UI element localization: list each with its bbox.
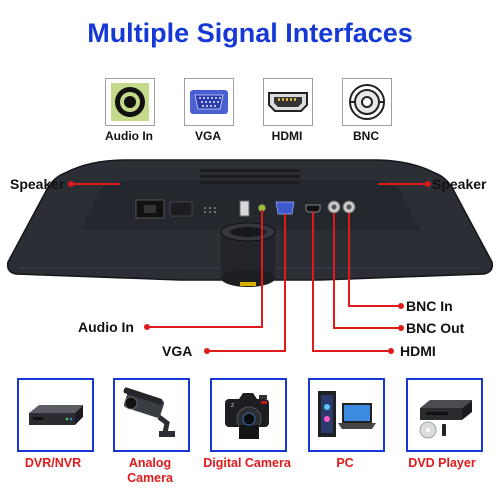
leader-line-speaker-left: [73, 183, 120, 185]
port-label-audio-in: Audio In: [105, 129, 153, 143]
leader-line-hdmi: [312, 350, 390, 352]
callout-vga: VGA: [162, 343, 193, 359]
vga-port-icon: [184, 78, 234, 126]
callout-audio-in: Audio In: [78, 319, 134, 335]
callout-bnc-out: BNC Out: [406, 320, 465, 336]
leader-dot-speaker-right: [425, 181, 431, 187]
port-label-bnc: BNC: [353, 129, 379, 143]
leader-line-bnc-in: [348, 305, 400, 307]
leader-dot-bnc-in: [398, 303, 404, 309]
dslr-camera-icon: Z: [210, 378, 287, 452]
leader-line-bnc-out-vertical: [333, 213, 335, 329]
leader-dot-vga: [204, 348, 210, 354]
bnc-port-icon: [342, 78, 392, 126]
dvd-player-icon: [406, 378, 483, 452]
callout-speaker-left: Speaker: [10, 176, 65, 192]
callout-hdmi: HDMI: [400, 343, 436, 359]
dvr-recorder-icon: [17, 378, 94, 452]
device-label-analog-camera: Analog Camera: [127, 456, 173, 485]
device-label-dvr-nvr: DVR/NVR: [24, 456, 82, 470]
svg-text:Z: Z: [231, 403, 234, 409]
leader-line-vga: [208, 350, 286, 352]
leader-dot-speaker-left: [68, 181, 74, 187]
leader-line-audio-in-vertical: [261, 210, 263, 327]
leader-line-bnc-in-vertical: [348, 213, 350, 307]
leader-line-hdmi-vertical: [312, 212, 314, 352]
leader-dot-audio-in: [144, 324, 150, 330]
audio-jack-icon: [105, 78, 155, 126]
leader-dot-hdmi: [388, 348, 394, 354]
leader-line-audio-in: [148, 326, 263, 328]
leader-line-speaker-right: [378, 183, 428, 185]
port-label-hdmi: HDMI: [271, 129, 303, 143]
leader-line-bnc-out: [333, 327, 400, 329]
device-label-pc: PC: [336, 456, 354, 470]
callout-bnc-in: BNC In: [406, 298, 453, 314]
port-label-vga: VGA: [194, 129, 221, 143]
device-label-digital-camera: Digital Camera: [203, 456, 291, 470]
desktop-pc-icon: [308, 378, 385, 452]
monitor-rear-illustration: [6, 159, 494, 287]
page-title: Multiple Signal Interfaces: [87, 18, 413, 48]
cctv-camera-icon: [113, 378, 190, 452]
device-label-dvd-player: DVD Player: [408, 456, 476, 470]
leader-dot-bnc-out: [398, 325, 404, 331]
callout-speaker-right: Speaker: [432, 176, 487, 192]
hdmi-port-icon: [263, 78, 313, 126]
leader-line-vga-vertical: [284, 214, 286, 351]
